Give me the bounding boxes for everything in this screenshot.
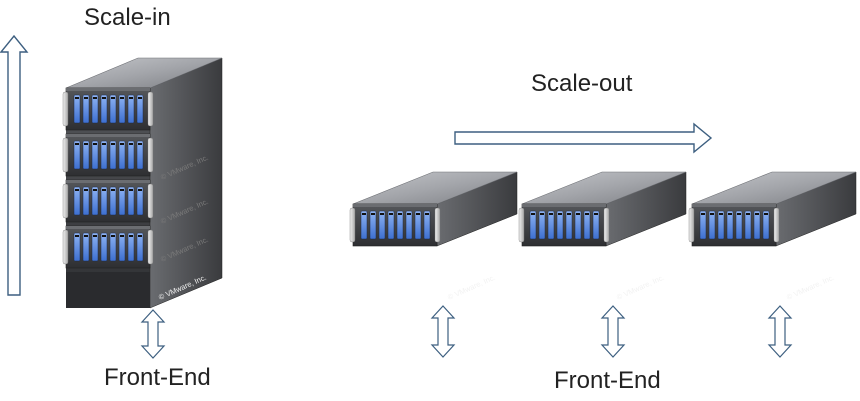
- scale-in-arrow-icon: [0, 34, 29, 296]
- front-end-arrow-server3-icon: [767, 305, 793, 358]
- front-end-arrow-server2-icon: [600, 305, 626, 358]
- scaled-out-server-2: © VMware, Inc.: [519, 172, 686, 302]
- watermark-text: © VMware, Inc.: [446, 273, 497, 302]
- front-end-label-left: Front-End: [104, 364, 211, 391]
- scaled-out-server-3: © VMware, Inc.: [689, 172, 856, 302]
- scaled-up-server-rack: © VMware, Inc. © VMware, Inc. © VMware, …: [62, 57, 223, 309]
- front-end-label-right: Front-End: [554, 367, 661, 394]
- scale-out-arrow-icon: [454, 122, 713, 154]
- front-end-arrow-left-icon: [140, 309, 166, 359]
- watermark-text: © VMware, Inc.: [785, 273, 836, 302]
- scaled-out-server-1: © VMware, Inc.: [350, 172, 517, 302]
- watermark-text: © VMware, Inc.: [615, 273, 666, 302]
- scale-out-label: Scale-out: [531, 70, 633, 97]
- scale-in-label: Scale-in: [84, 4, 171, 31]
- front-end-arrow-server1-icon: [430, 305, 456, 358]
